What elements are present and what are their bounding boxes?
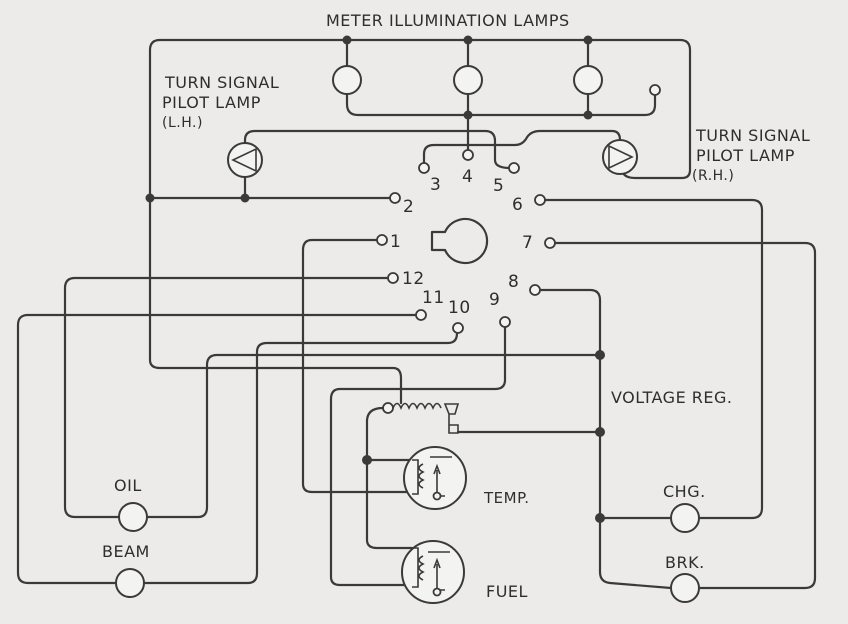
- temp-gauge: [403, 446, 467, 510]
- temp-label: TEMP.: [483, 489, 530, 507]
- brk-label: BRK.: [665, 553, 705, 572]
- turn-lh-label-1: TURN SIGNAL: [164, 73, 279, 92]
- brk-lamp: [670, 573, 700, 603]
- terminal-label-1: 1: [390, 232, 401, 252]
- terminal-label-10: 10: [448, 298, 471, 318]
- terminal-label-7: 7: [522, 233, 533, 253]
- turn-signal-circuit: [145, 129, 638, 203]
- meter-lamps-label: METER ILLUMINATION LAMPS: [326, 11, 570, 30]
- terminal-label-11: 11: [422, 288, 445, 308]
- terminal-12: [387, 272, 399, 284]
- meter-lamp-terminal: [649, 84, 661, 96]
- terminal-7: [544, 237, 556, 249]
- turn-signal-lamp-rh: [602, 139, 638, 175]
- terminal-8: [529, 284, 541, 296]
- oil-lamp: [118, 502, 148, 532]
- meter-lamp-1: [332, 65, 362, 95]
- terminal-2: [389, 192, 401, 204]
- oil-label: OIL: [114, 476, 142, 495]
- turn-rh-label-2: PILOT LAMP: [696, 146, 795, 165]
- terminal-label-5: 5: [493, 176, 504, 196]
- meter-lamp-3: [573, 65, 603, 95]
- terminal-5: [508, 162, 520, 174]
- terminal-3: [418, 162, 430, 174]
- beam-lamp: [115, 568, 145, 598]
- terminal-label-3: 3: [430, 175, 441, 195]
- turn-signal-lamp-lh: [227, 142, 263, 178]
- terminal-wires: [16, 196, 817, 590]
- terminal-10: [452, 322, 464, 334]
- terminal-label-8: 8: [508, 272, 519, 292]
- voltage-reg-label: VOLTAGE REG.: [611, 388, 732, 407]
- terminal-9: [499, 316, 511, 328]
- terminal-label-4: 4: [462, 167, 473, 187]
- meter-lamp-circuit: [148, 35, 692, 200]
- turn-rh-label-3: (R.H.): [692, 168, 734, 184]
- terminal-label-12: 12: [402, 269, 425, 289]
- terminal-posts: [376, 149, 556, 334]
- meter-lamp-2: [453, 65, 483, 95]
- turn-rh-label-1: TURN SIGNAL: [695, 126, 810, 145]
- terminal-label-9: 9: [489, 290, 500, 310]
- terminal-1: [376, 234, 388, 246]
- terminal-label-6: 6: [512, 195, 523, 215]
- fuel-gauge: [401, 540, 465, 604]
- fuel-label: FUEL: [486, 582, 528, 601]
- turn-lh-label-2: PILOT LAMP: [162, 93, 261, 112]
- chg-lamp: [670, 503, 700, 533]
- chg-label: CHG.: [663, 482, 706, 501]
- terminal-6: [534, 194, 546, 206]
- terminal-4: [462, 149, 474, 161]
- key-switch-symbol: [430, 217, 489, 265]
- beam-label: BEAM: [102, 542, 150, 561]
- terminal-11: [415, 309, 427, 321]
- terminal-label-2: 2: [403, 197, 414, 217]
- turn-lh-label-3: (L.H.): [162, 115, 203, 131]
